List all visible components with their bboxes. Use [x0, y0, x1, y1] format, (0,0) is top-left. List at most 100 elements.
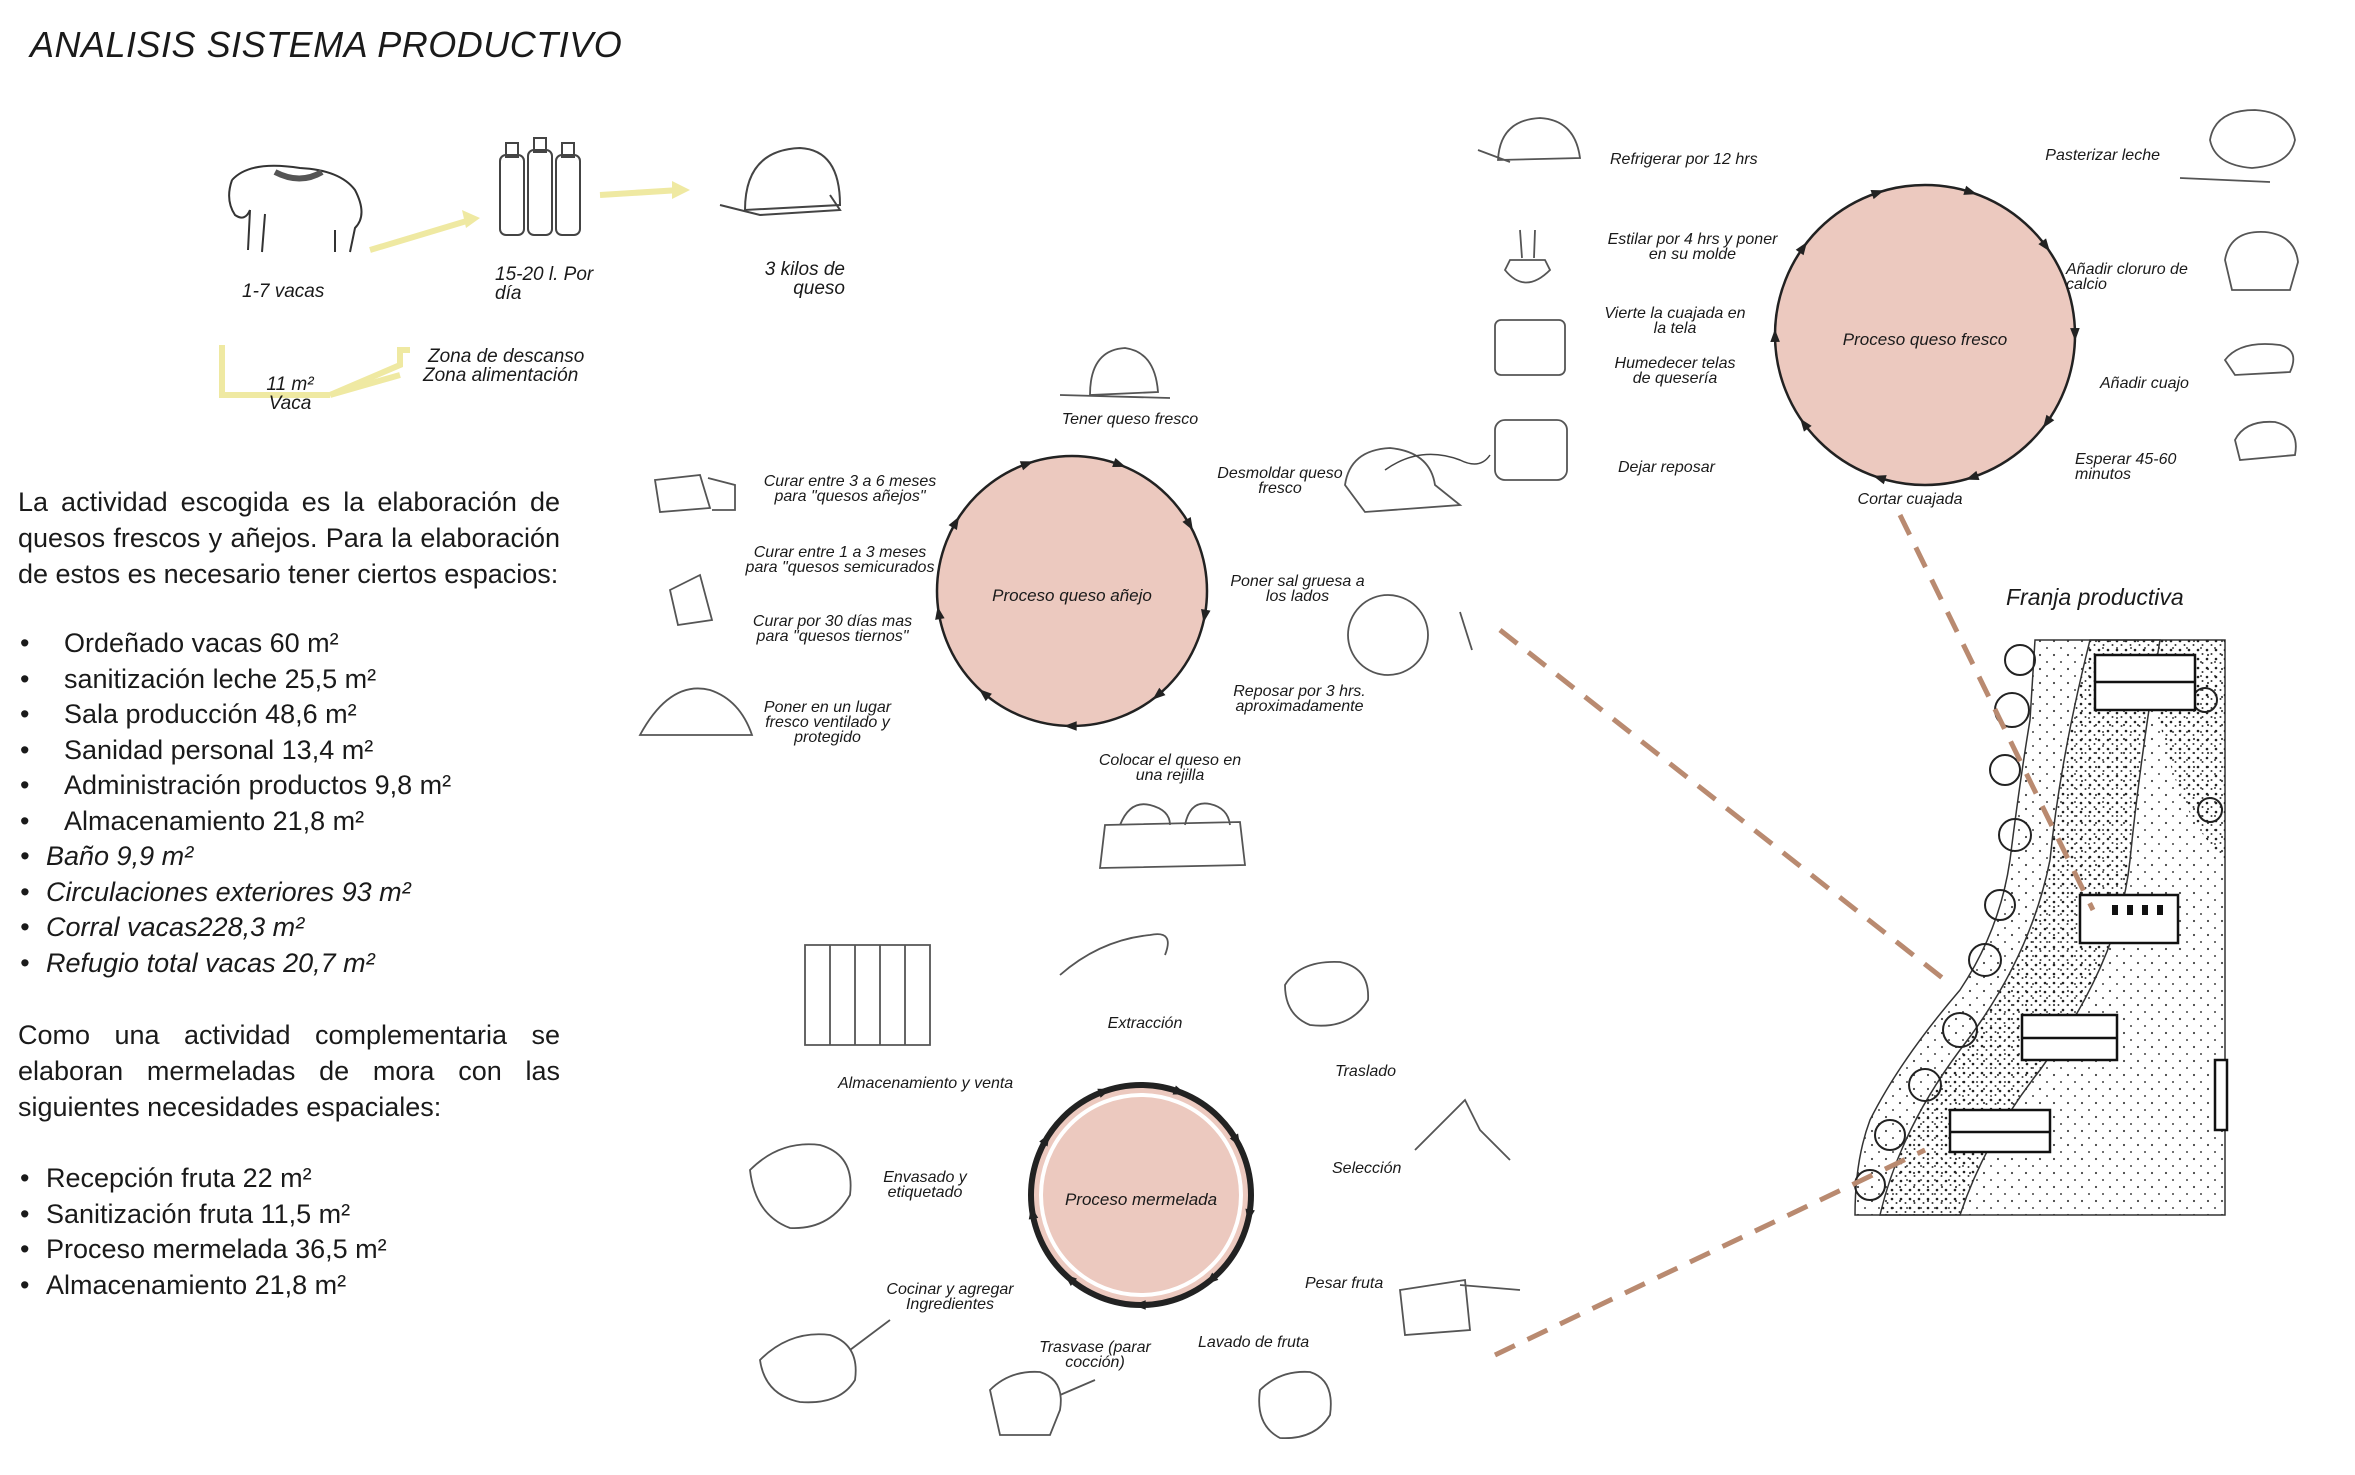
connector-mermelada-map: [1493, 1147, 1927, 1358]
mermelada-arrowhead: [1205, 1272, 1219, 1285]
cycle-arrowheads: [935, 185, 2080, 1310]
mermelada-arrowhead: [1245, 1208, 1255, 1223]
sketch-fridge-cheese: [1477, 117, 1582, 163]
sketch-scale: [1399, 1278, 1521, 1336]
arrow-head: [672, 181, 690, 199]
jam-space-item: Proceso mermelada 36,5 m²: [18, 1232, 560, 1268]
flow-cows-label: 1-7 vacas: [242, 281, 325, 302]
map-building-edge: [2213, 1058, 2229, 1132]
map-franja-productiva: [1854, 639, 2229, 1216]
mermelada-step-8: Envasado y etiquetado: [883, 1169, 967, 1201]
fresco-step-3: Añadir cuajo: [2100, 375, 2189, 392]
fresco-step-1: Pasterizar leche: [2045, 147, 2160, 164]
sketch-aged-blocks: [653, 474, 736, 513]
sketch-wait: [2234, 420, 2297, 461]
cheese-space-item: Sanidad personal 13,4 m²: [18, 733, 560, 769]
mermelada-arrowhead: [1064, 1274, 1077, 1286]
cycle-anejo-center: Proceso queso añejo: [992, 586, 1152, 605]
intro-paragraph: La actividad escogida es la elaboración …: [18, 487, 560, 589]
anejo-arrowhead: [1182, 517, 1193, 531]
sketch-strain: [1503, 229, 1552, 284]
fresco-arrowhead: [1965, 470, 1980, 480]
sketch-bottling: [749, 1143, 852, 1229]
mermelada-arrowhead: [1172, 1085, 1187, 1095]
sketch-curd-cloth: [1494, 319, 1566, 376]
arrow-head: [462, 210, 480, 228]
sketch-cow: [228, 164, 363, 253]
mermelada-step-5: Lavado de fruta: [1198, 1334, 1310, 1351]
sketch-transfer: [1284, 960, 1369, 1027]
step-sketches: [638, 109, 2299, 1439]
jam-space-item: Almacenamiento 21,8 m²: [18, 1268, 560, 1304]
mermelada-arrowhead: [1097, 1088, 1111, 1098]
anejo-arrowhead: [1019, 461, 1034, 471]
mermelada-step-9: Almacenamiento y venta: [838, 1075, 1014, 1092]
fresco-step-2: Añadir cloruro de calcio: [2066, 261, 2188, 293]
flow-milk-label: 15-20 l. Por día: [495, 264, 594, 304]
cheese-space-item: Administración productos 9,8 m²: [18, 768, 560, 804]
arrow-milk-cheese: [599, 187, 681, 198]
fresco-step-7: Humedecer telas de quesería: [1614, 355, 1736, 387]
anejo-step-5: Colocar el queso en una rejilla: [1098, 752, 1242, 784]
anejo-arrowhead: [948, 516, 960, 530]
sketch-milk-bottles: [499, 137, 581, 236]
fresco-arrowhead: [1963, 185, 1977, 195]
fresco-arrowhead: [1870, 190, 1885, 200]
fresco-arrowhead: [1795, 242, 1808, 256]
map-title: Franja productiva: [2006, 584, 2184, 610]
cycle-mermelada-center: Proceso mermelada: [1064, 1190, 1218, 1209]
anejo-step-3: Poner sal gruesa a los lados: [1230, 573, 1365, 605]
sketch-jars: [804, 944, 931, 1046]
cheese-extra-space-item: Baño 9,9 m²: [18, 839, 560, 875]
cheese-extra-space-item: Refugio total vacas 20,7 m²: [18, 946, 560, 982]
map-riverbed: [1879, 639, 2161, 1216]
anejo-arrowhead: [1201, 609, 1211, 623]
cheese-extra-space-item: Corral vacas228,3 m²: [18, 910, 560, 946]
sketch-salt-ball: [1347, 594, 1429, 676]
connector-fresco-map: [1897, 513, 2096, 912]
fresco-step-4: Esperar 45-60 minutos: [2075, 451, 2177, 483]
fresco-arrowhead: [2038, 238, 2050, 252]
map-buildings: [1948, 653, 2229, 1154]
mermelada-step-3: Selección: [1332, 1160, 1402, 1177]
cheese-extra-list: Baño 9,9 m²Circulaciones exteriores 93 m…: [18, 839, 560, 981]
sketch-cook: [759, 1319, 891, 1404]
anejo-arrowhead: [979, 689, 992, 702]
flow-rest-zone-label: Zona de descanso: [428, 346, 585, 367]
anejo-step-8: Curar entre 1 a 3 meses para "quesos sem…: [745, 544, 935, 576]
jam-space-item: Recepción fruta 22 m²: [18, 1161, 560, 1197]
cheese-space-item: Sala producción 48,6 m²: [18, 697, 560, 733]
arrow-zone-feed: [329, 372, 401, 398]
mermelada-step-4: Pesar fruta: [1305, 1275, 1384, 1292]
fresco-step-10: Refrigerar por 12 hrs: [1610, 151, 1758, 168]
dashed-connectors: [1493, 513, 2096, 1358]
arrow-cows-area: [219, 345, 330, 398]
anejo-arrowhead: [1063, 721, 1077, 731]
sketch-unmold: [1344, 447, 1463, 513]
mermelada-arrowhead: [1039, 1132, 1050, 1147]
anejo-step-1: Tener queso fresco: [1061, 411, 1199, 428]
sketch-cheese-net: [638, 687, 754, 736]
fresco-arrowhead: [1873, 475, 1887, 485]
sketch-pour: [989, 1370, 1096, 1436]
mermelada-step-7: Cocinar y agregar Ingredientes: [886, 1281, 1014, 1313]
sketch-rest: [1494, 419, 1568, 481]
mermelada-arrowhead: [1132, 1300, 1146, 1310]
sketch-brush: [1459, 611, 1473, 651]
fresco-step-5: Cortar cuajada: [1857, 491, 1963, 508]
complement-paragraph: Como una actividad complementaria se ela…: [18, 1020, 560, 1122]
arrow-zone-rest: [328, 347, 410, 398]
anejo-arrowhead: [935, 606, 945, 620]
sketch-rennet: [2223, 343, 2295, 376]
fresco-arrowhead: [1770, 329, 1780, 342]
fresco-arrowhead: [2070, 328, 2080, 341]
flow-feed-zone-label: Zona alimentación: [423, 365, 579, 386]
page-title: ANALISIS SISTEMA PRODUCTIVO: [30, 24, 623, 65]
connector-anejo-map: [1498, 628, 1947, 982]
jam-spaces-list: Recepción fruta 22 m²Sanitización fruta …: [18, 1161, 560, 1303]
description-panel: La actividad escogida es la elaboración …: [18, 484, 560, 1303]
jam-space-item: Sanitización fruta 11,5 m²: [18, 1197, 560, 1233]
fresco-arrowhead: [1800, 418, 1812, 432]
sketch-calcium: [2224, 231, 2299, 291]
arrow-cows-milk: [369, 217, 471, 253]
